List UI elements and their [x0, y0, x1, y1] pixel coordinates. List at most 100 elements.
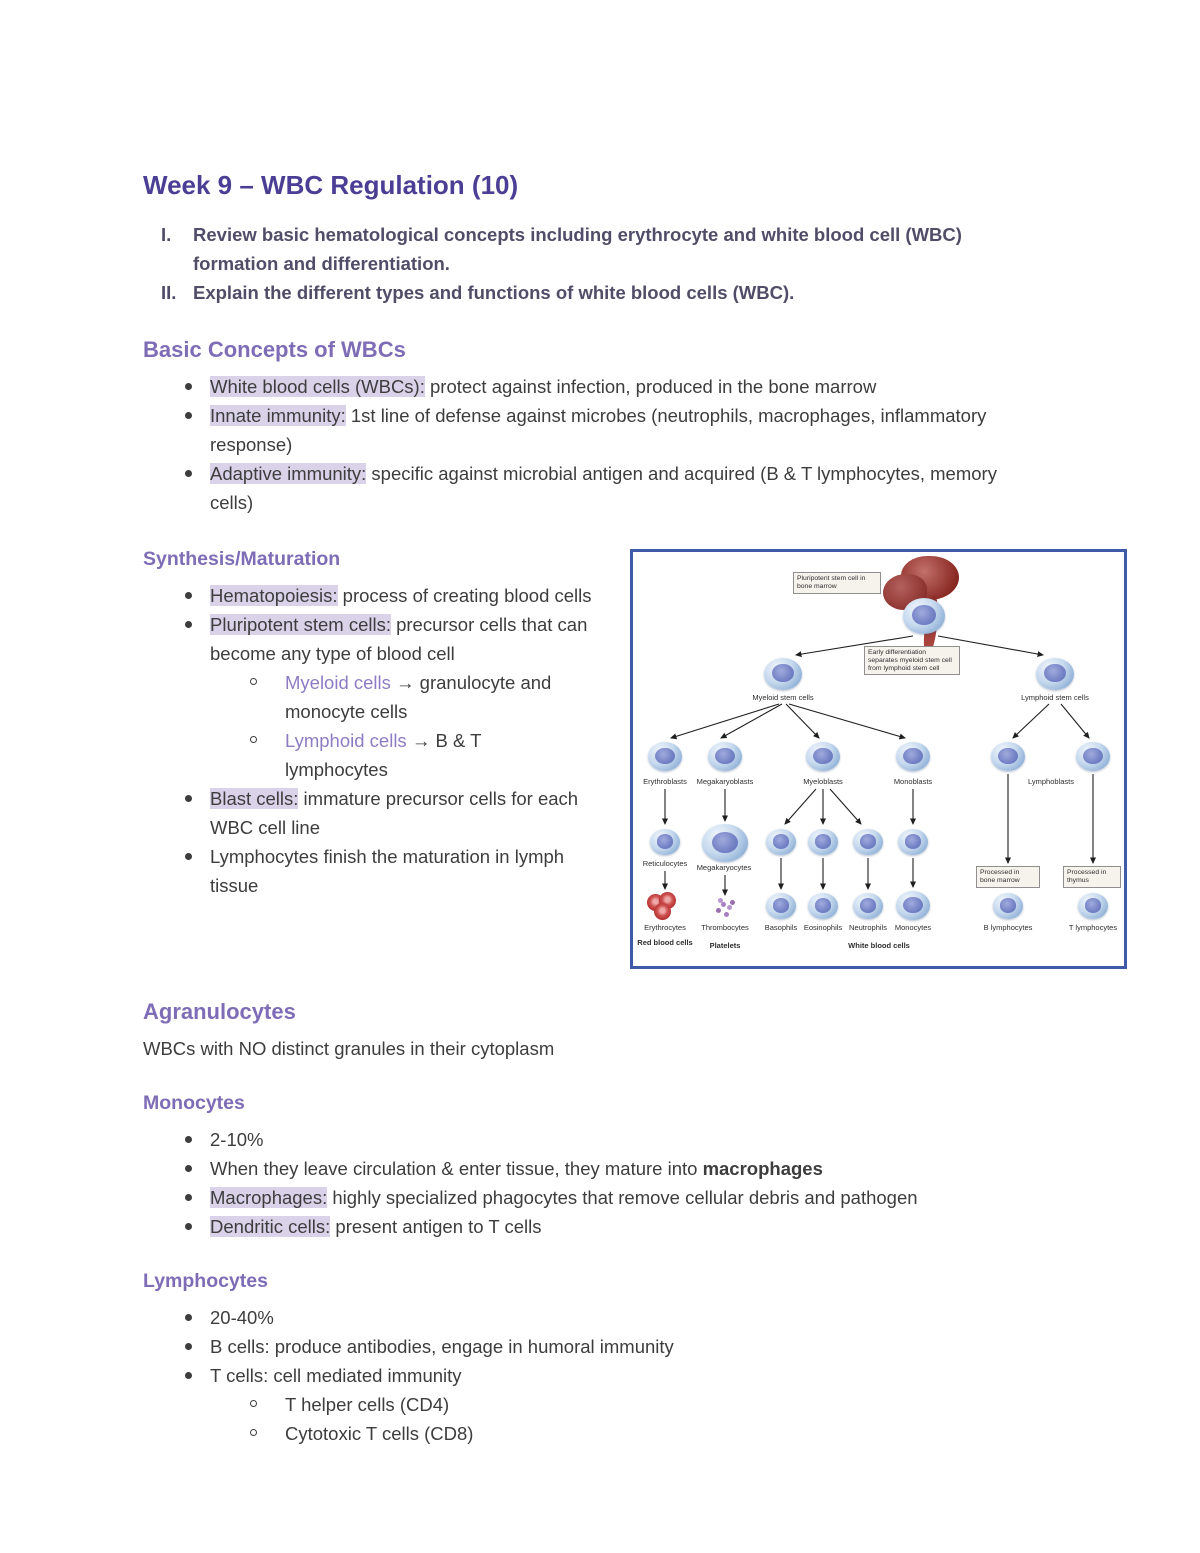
sub-list-item: T helper cells (CD4): [210, 1390, 580, 1419]
label-erythroblasts: Erythroblasts: [643, 777, 687, 786]
label-erythrocytes: Erythrocytes: [644, 923, 686, 932]
cell-lymphoblast-t: [1076, 742, 1110, 771]
label-megakaryocytes: Megakaryocytes: [696, 863, 752, 872]
platelets-illustration: [721, 902, 726, 907]
label-myeloblasts: Myeloblasts: [803, 777, 843, 786]
section-heading-agranulocytes: Agranulocytes: [143, 999, 296, 1024]
bullet-text: B cells: produce antibodies, engage in h…: [210, 1336, 674, 1357]
bullet-text: Cytotoxic T cells (CD8): [285, 1423, 474, 1444]
bullet-rest: → granulocyte and monocyte cells: [285, 672, 552, 722]
section-heading-monocytes: Monocytes: [143, 1092, 245, 1114]
label-processed-bone-marrow: Processed in bone marrow: [976, 866, 1040, 888]
basic-concepts-list: White blood cells (WBCs): protect agains…: [143, 372, 1200, 517]
bullet-icon: [185, 592, 192, 599]
objective-text: Review basic hematological concepts incl…: [193, 224, 962, 274]
bullet-text: 2-10%: [210, 1129, 264, 1150]
bullet-text: Myeloid cells → granulocyte and monocyte…: [285, 672, 551, 722]
sub-bullet-icon: [250, 1400, 257, 1407]
cell-megakaryocyte: [702, 824, 748, 862]
bullet-text: 20-40%: [210, 1307, 274, 1328]
label-t-lymphocytes: T lymphocytes: [1068, 923, 1118, 932]
section-heading-synthesis: Synthesis/Maturation: [143, 548, 341, 570]
list-item: Blast cells: immature precursor cells fo…: [143, 784, 613, 842]
bullet-text: Pluripotent stem cells: precursor cells …: [210, 614, 587, 664]
bullet-icon: [185, 795, 192, 802]
bullet-rest: specific against microbial antigen and a…: [210, 463, 997, 513]
bullet-text: When they leave circulation & enter tiss…: [210, 1158, 823, 1179]
bullet-text: T helper cells (CD4): [285, 1394, 450, 1415]
cell-basophil: [766, 893, 796, 919]
label-processed-thymus: Processed in thymus: [1063, 866, 1121, 888]
red-blood-cells-illustration: [647, 892, 683, 922]
bullet-text: Lymphoid cells → B & T lymphocytes: [285, 730, 481, 780]
bullet-rest: immature precursor cells for each WBC ce…: [210, 788, 579, 838]
label-lymphoid-stem: Lymphoid stem cells: [1021, 693, 1089, 702]
list-item: Adaptive immunity: specific against micr…: [143, 459, 1041, 517]
label-b-lymphocytes: B lymphocytes: [983, 923, 1033, 932]
synthesis-section: Synthesis/Maturation Hematopoiesis: proc…: [143, 547, 1200, 969]
bullet-text: Lymphocytes finish the maturation in lym…: [210, 846, 565, 896]
sub-list-item: Myeloid cells → granulocyte and monocyte…: [210, 668, 580, 726]
lymphocytes-sub-list: T helper cells (CD4) Cytotoxic T cells (…: [210, 1390, 1041, 1448]
bullet-icon: [185, 1372, 192, 1379]
figure-arrows: [662, 635, 1096, 896]
label-neutrophils: Neutrophils: [849, 923, 887, 932]
bold-term: macrophages: [702, 1158, 823, 1179]
bullet-icon: [185, 1165, 192, 1172]
cell-erythroblast: [648, 742, 682, 771]
sub-list-item: Lymphoid cells → B & T lymphocytes: [210, 726, 580, 784]
bullet-text: Blast cells: immature precursor cells fo…: [210, 788, 578, 838]
highlighted-term: Blast cells:: [210, 788, 299, 809]
objective-text: Explain the different types and function…: [193, 282, 795, 303]
list-item: Innate immunity: 1st line of defense aga…: [143, 401, 1041, 459]
purple-term: Myeloid cells: [285, 672, 391, 693]
list-item: B cells: produce antibodies, engage in h…: [143, 1332, 1041, 1361]
bullet-icon: [185, 853, 192, 860]
bullet-rest: precursor cells that can become any type…: [210, 614, 588, 664]
bullet-icon: [185, 1194, 192, 1201]
highlighted-term: Hematopoiesis:: [210, 585, 338, 606]
cell-t-lymphocyte: [1078, 893, 1108, 919]
purple-term: Lymphoid cells: [285, 730, 407, 751]
list-item: T cells: cell mediated immunity T helper…: [143, 1361, 1041, 1448]
sub-list-item: Cytotoxic T cells (CD8): [210, 1419, 580, 1448]
bullet-icon: [185, 1223, 192, 1230]
synthesis-text-column: Synthesis/Maturation Hematopoiesis: proc…: [143, 547, 630, 900]
bullet-icon: [185, 1343, 192, 1350]
monocytes-list: 2-10% When they leave circulation & ente…: [143, 1125, 1200, 1241]
label-pluripotent-stem: Pluripotent stem cell in bone marrow: [793, 572, 881, 594]
cell-megakaryoblast: [708, 742, 742, 771]
bullet-text: Innate immunity: 1st line of defense aga…: [210, 405, 986, 455]
bone-marrow-illustration: [883, 556, 973, 657]
bullet-text: Adaptive immunity: specific against micr…: [210, 463, 997, 513]
cell-b-lymphocyte: [993, 893, 1023, 919]
cell-eosinophil: [808, 893, 838, 919]
bullet-text: T cells: cell mediated immunity: [210, 1365, 462, 1386]
highlighted-term: Innate immunity:: [210, 405, 346, 426]
sub-bullet-icon: [250, 736, 257, 743]
cell-monoblast: [896, 742, 930, 771]
highlighted-term: White blood cells (WBCs):: [210, 376, 425, 397]
bullet-icon: [185, 412, 192, 419]
synthesis-sub-list: Myeloid cells → granulocyte and monocyte…: [210, 668, 613, 784]
bullet-icon: [185, 1136, 192, 1143]
label-megakaryoblasts: Megakaryoblasts: [696, 777, 754, 786]
list-item: Hematopoiesis: process of creating blood…: [143, 581, 613, 610]
bullet-icon: [185, 470, 192, 477]
bullet-text: Dendritic cells: present antigen to T ce…: [210, 1216, 541, 1237]
highlighted-term: Dendritic cells:: [210, 1216, 331, 1237]
list-item: When they leave circulation & enter tiss…: [143, 1154, 1041, 1183]
label-lymphoblasts: Lymphoblasts: [1028, 777, 1074, 786]
label-monoblasts: Monoblasts: [893, 777, 933, 786]
bullet-rest: present antigen to T cells: [330, 1216, 542, 1237]
bullet-icon: [185, 383, 192, 390]
list-item: Macrophages: highly specialized phagocyt…: [143, 1183, 1041, 1212]
bullet-pre: When they leave circulation & enter tiss…: [210, 1158, 703, 1179]
list-item: 20-40%: [143, 1303, 1041, 1332]
hematopoiesis-figure: Pluripotent stem cell in bone marrow Ear…: [630, 549, 1127, 969]
section-heading-lymphocytes: Lymphocytes: [143, 1270, 268, 1292]
bullet-rest: process of creating blood cells: [337, 585, 592, 606]
objective-item: II. Explain the different types and func…: [143, 278, 1200, 307]
label-reticulocytes: Reticulocytes: [642, 859, 688, 868]
